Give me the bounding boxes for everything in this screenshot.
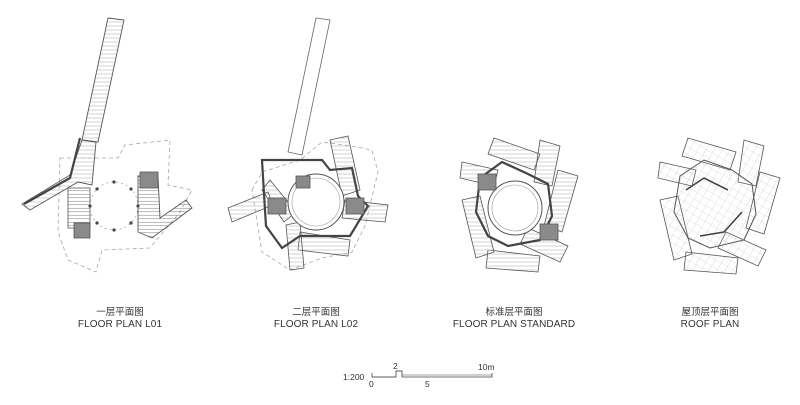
scale-tick-2: 2: [393, 361, 398, 371]
caption-en: FLOOR PLAN STANDARD: [452, 319, 576, 330]
caption-floor-standard: 标准层平面图 FLOOR PLAN STANDARD: [424, 307, 604, 331]
caption-floor-l01: 一层平面图 FLOOR PLAN L01: [30, 307, 210, 331]
atrium-inner: [491, 184, 539, 232]
scale-tick-5: 5: [425, 379, 430, 389]
caption-cn: 二层平面图: [292, 307, 340, 318]
caption-floor-l02: 二层平面图 FLOOR PLAN L02: [226, 307, 406, 331]
heavy-frame: [260, 158, 370, 250]
ramp-heavy-edge: [23, 137, 82, 205]
atrium: [487, 180, 543, 236]
upper-ramp-outline: [287, 17, 331, 156]
plan-floor-standard: [459, 137, 579, 273]
column-dots: [88, 180, 140, 232]
roof-ridge: [685, 177, 743, 237]
plan-roof: [657, 137, 781, 275]
caption-cn: 一层平面图: [96, 307, 144, 318]
scale-bar: 1:200 0 2 5 10m: [343, 361, 495, 389]
long-ramp: [81, 17, 125, 143]
wing-arm-6: [285, 221, 305, 271]
wing-arm-1: [329, 135, 361, 197]
scale-tick-0: 0: [369, 379, 374, 389]
plan-floor-l01: [21, 17, 193, 273]
scale-bar-line: [371, 370, 493, 378]
caption-en: FLOOR PLAN L01: [77, 319, 163, 330]
caption-cn: 屋顶层平面图: [681, 307, 739, 318]
atrium-inner: [291, 177, 341, 227]
scale-ratio: 1:200: [343, 372, 365, 382]
core-block: [73, 222, 91, 239]
core-3: [295, 175, 311, 189]
roof-body: [673, 159, 757, 249]
ramp-branch-left: [21, 139, 97, 211]
caption-en: FLOOR PLAN L02: [273, 319, 359, 330]
caption-en: ROOF PLAN: [680, 319, 740, 330]
plan-floor-l02: [227, 17, 389, 271]
core-2: [345, 197, 365, 215]
scale-tick-10m: 10m: [478, 362, 495, 372]
core-1: [477, 173, 497, 191]
core-block-right: [139, 171, 159, 189]
caption-cn: 标准层平面图: [485, 307, 543, 318]
core-1: [267, 197, 287, 215]
stair-l01-a: [67, 187, 91, 229]
core-2: [539, 223, 559, 241]
scale-bar-segments: [372, 370, 492, 378]
caption-roof-plan: 屋顶层平面图 ROOF PLAN: [620, 307, 800, 331]
